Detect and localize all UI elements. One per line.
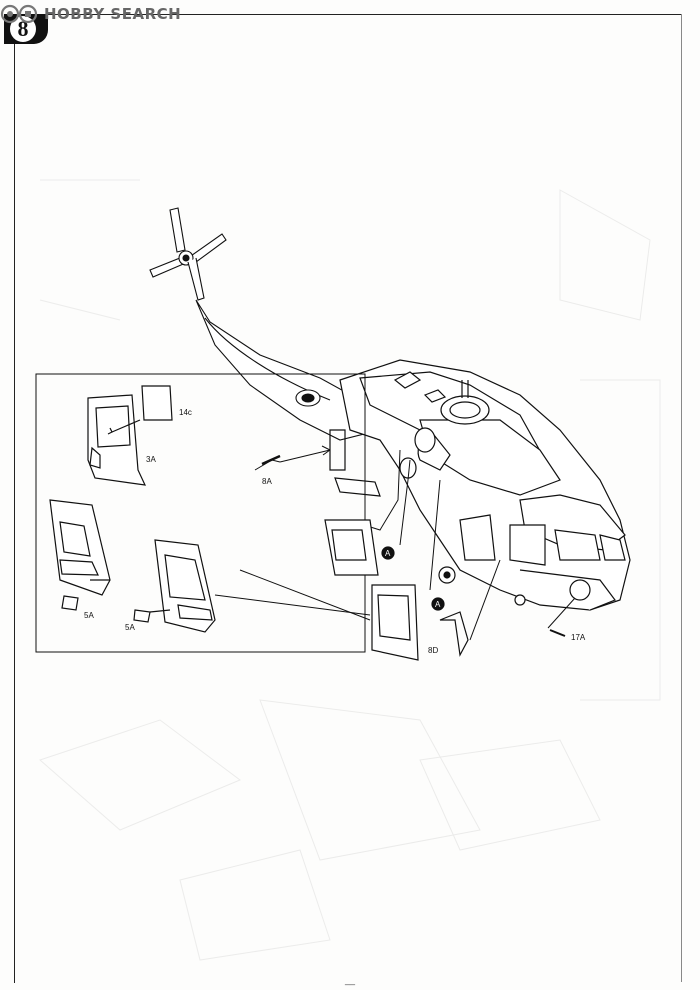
inset-detail xyxy=(49,385,216,633)
label-5a-right: 5A xyxy=(125,623,135,632)
tail-rotor xyxy=(149,207,227,301)
fuselage xyxy=(329,359,631,611)
watermark-logo-icon xyxy=(0,4,38,24)
label-14c: 14c xyxy=(179,408,192,417)
marker-a-2: A xyxy=(435,600,441,609)
show-through-ghost xyxy=(39,179,661,961)
page-number: __ xyxy=(345,975,356,985)
watermark-text: HOBBY SEARCH xyxy=(44,5,182,23)
page-frame-right xyxy=(681,14,682,982)
page-frame xyxy=(14,14,681,983)
door-panels xyxy=(261,454,566,661)
label-5a-left: 5A xyxy=(84,611,94,620)
label-17a: 17A xyxy=(571,633,586,642)
tail-boom xyxy=(195,299,381,441)
label-8a: 8A xyxy=(262,477,272,486)
marker-a-1: A xyxy=(385,549,391,558)
label-8d: 8D xyxy=(428,646,438,655)
label-3a: 3A xyxy=(146,455,156,464)
watermark: HOBBY SEARCH xyxy=(0,0,181,28)
